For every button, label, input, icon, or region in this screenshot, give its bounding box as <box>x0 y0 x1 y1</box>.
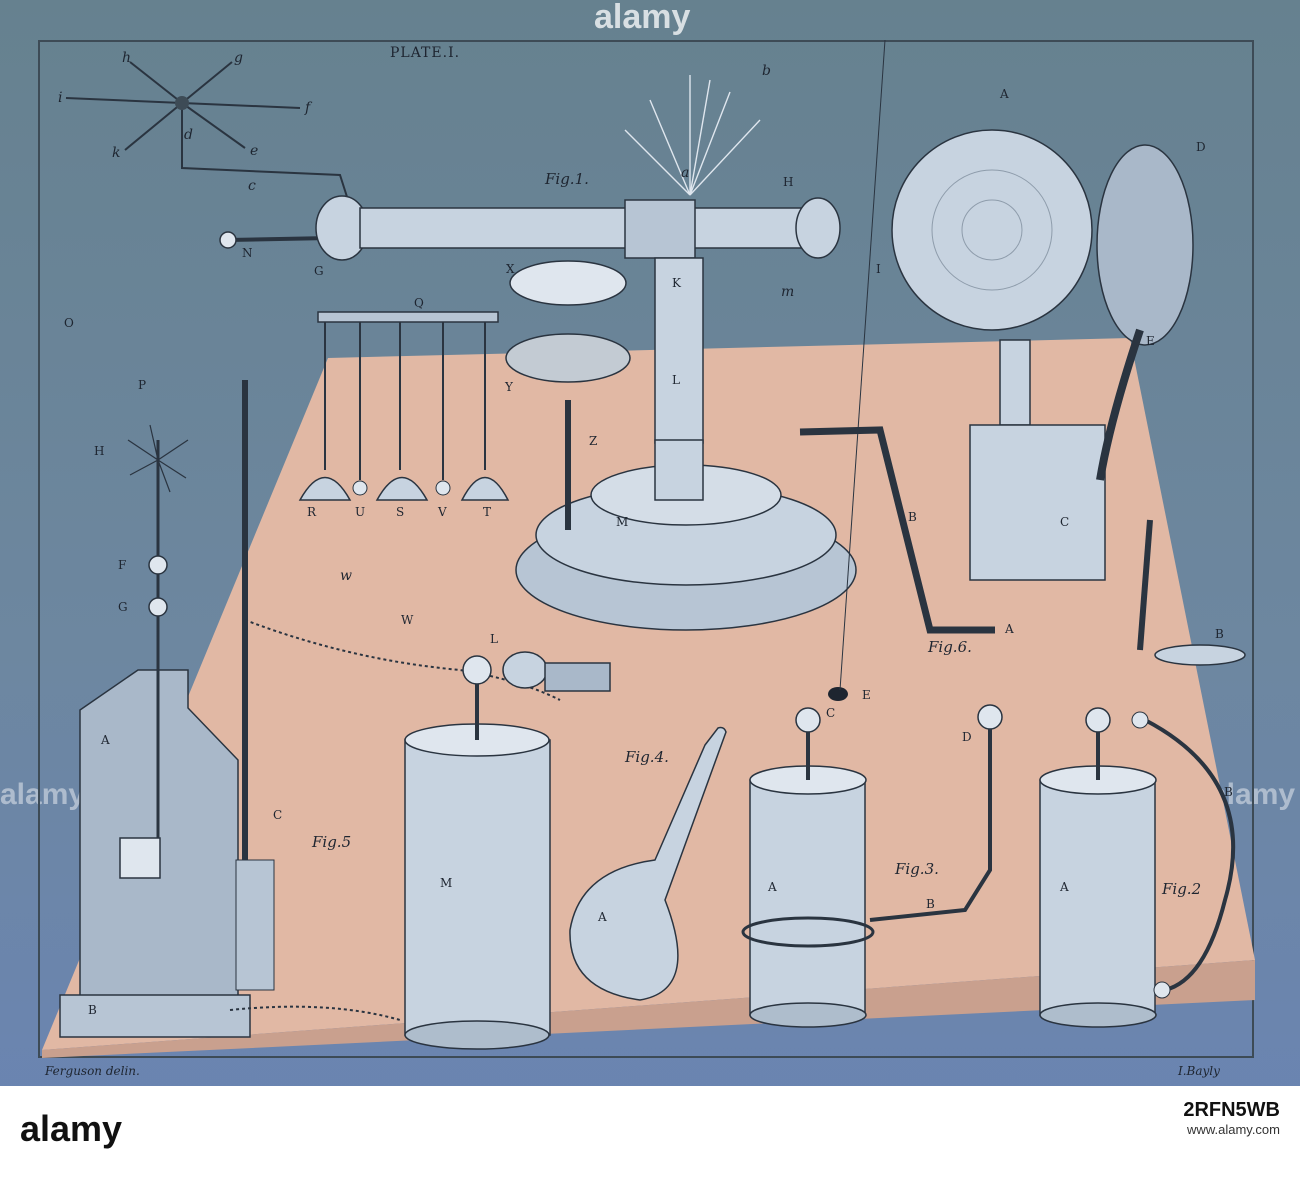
label-e-upper: E <box>1146 334 1155 348</box>
label-q: Q <box>414 296 424 310</box>
label-i: i <box>58 90 63 106</box>
leyden-jar-m <box>404 651 611 1050</box>
label-w-upper: W <box>401 613 414 627</box>
label-x: X <box>506 262 515 276</box>
electric-bells <box>298 311 510 501</box>
label-c: c <box>248 178 256 194</box>
label-m: m <box>781 284 795 300</box>
watermark-top: alamy <box>594 0 691 36</box>
label-f: f <box>305 100 311 116</box>
watermark-left: alamy <box>0 778 86 811</box>
label-w: w <box>340 568 352 584</box>
label-s: S <box>396 505 405 519</box>
figure-label-6: Fig.6. <box>928 638 972 656</box>
leyden-jar-fig3 <box>741 687 1003 1028</box>
label-fig3-c: C <box>826 706 836 720</box>
stock-info: 2RFN5WB www.alamy.com <box>1183 1100 1280 1140</box>
label-fig5-g: G <box>118 600 128 614</box>
star-wheel-hub <box>175 96 189 110</box>
credit-left: Ferguson delin. <box>45 1064 140 1078</box>
stock-image-id: 2RFN5WB <box>1183 1099 1280 1121</box>
figure-label-1: Fig.1. <box>545 170 589 188</box>
label-fig5-a: A <box>101 733 110 747</box>
label-fig5-c: C <box>273 808 283 822</box>
engraving-illustration <box>42 39 1255 1058</box>
label-fig3-e: E <box>862 688 871 702</box>
chain <box>244 619 561 701</box>
chain-lower <box>229 1005 401 1021</box>
label-fig2-a: A <box>1060 880 1069 894</box>
label-g: g <box>234 50 243 66</box>
figure-label-3: Fig.3. <box>895 860 939 878</box>
fig6-bent-rod <box>799 426 995 634</box>
label-m-upper: M <box>616 515 629 529</box>
stock-logo: alamy <box>20 1108 123 1149</box>
label-fig3-b: B <box>926 897 935 911</box>
label-fig3-d: D <box>962 730 972 744</box>
label-k: k <box>112 145 121 161</box>
credit-right: I.Bayly <box>1178 1064 1220 1078</box>
flask-fig4 <box>569 726 727 1001</box>
label-i-upper: I <box>876 262 881 276</box>
stock-url: www.alamy.com <box>1187 1122 1280 1137</box>
label-fig6-b: B <box>908 510 917 524</box>
label-a: a <box>681 165 690 181</box>
label-h: h <box>122 50 132 66</box>
label-fig5-b: B <box>88 1003 97 1017</box>
table-top <box>42 338 1255 1050</box>
label-l: L <box>672 373 680 387</box>
label-v: V <box>438 505 447 519</box>
globe-machine <box>891 129 1246 666</box>
label-d: d <box>184 127 193 143</box>
label-k-upper: K <box>672 276 681 290</box>
label-n: N <box>242 246 253 260</box>
label-o: O <box>64 316 74 330</box>
figure-label-2: Fig.2 <box>1162 880 1202 898</box>
leyden-jar-fig2 <box>1039 707 1236 1028</box>
label-u: U <box>355 505 366 519</box>
label-fig6-a: A <box>1005 622 1014 636</box>
label-t: T <box>483 505 492 519</box>
plate-title: PLATE.I. <box>390 45 461 61</box>
label-f-upper: F <box>118 558 127 572</box>
label-flask-a: A <box>598 910 607 924</box>
plate-frame <box>38 40 1254 1058</box>
label-p: P <box>138 378 147 392</box>
label-e: e <box>250 143 259 159</box>
label-d-upper: D <box>1196 140 1206 154</box>
stock-strip: alamy 2RFN5WB www.alamy.com <box>0 1086 1300 1177</box>
label-jar-m: M <box>440 876 453 890</box>
label-y: Y <box>505 380 513 394</box>
label-r: R <box>307 505 317 519</box>
label-jar-l: L <box>490 632 498 646</box>
label-fig3-a: A <box>768 880 777 894</box>
prime-conductor <box>219 75 857 631</box>
label-h-upper: H <box>783 175 794 189</box>
label-z: Z <box>589 434 598 448</box>
figure-label-5: Fig.5 <box>312 833 352 851</box>
figure-label-4: Fig.4. <box>625 748 669 766</box>
label-fig5-h: H <box>94 444 105 458</box>
label-fig2-b: B <box>1224 785 1233 799</box>
table-edge <box>42 960 1255 1058</box>
thread <box>839 39 886 691</box>
label-b-upper: B <box>1215 627 1224 641</box>
label-a-upper: A <box>1000 87 1009 101</box>
electric-star-wheel <box>65 61 349 201</box>
label-c-upper: C <box>1060 515 1070 529</box>
label-g-upper: G <box>314 264 324 278</box>
label-b: b <box>762 63 771 79</box>
